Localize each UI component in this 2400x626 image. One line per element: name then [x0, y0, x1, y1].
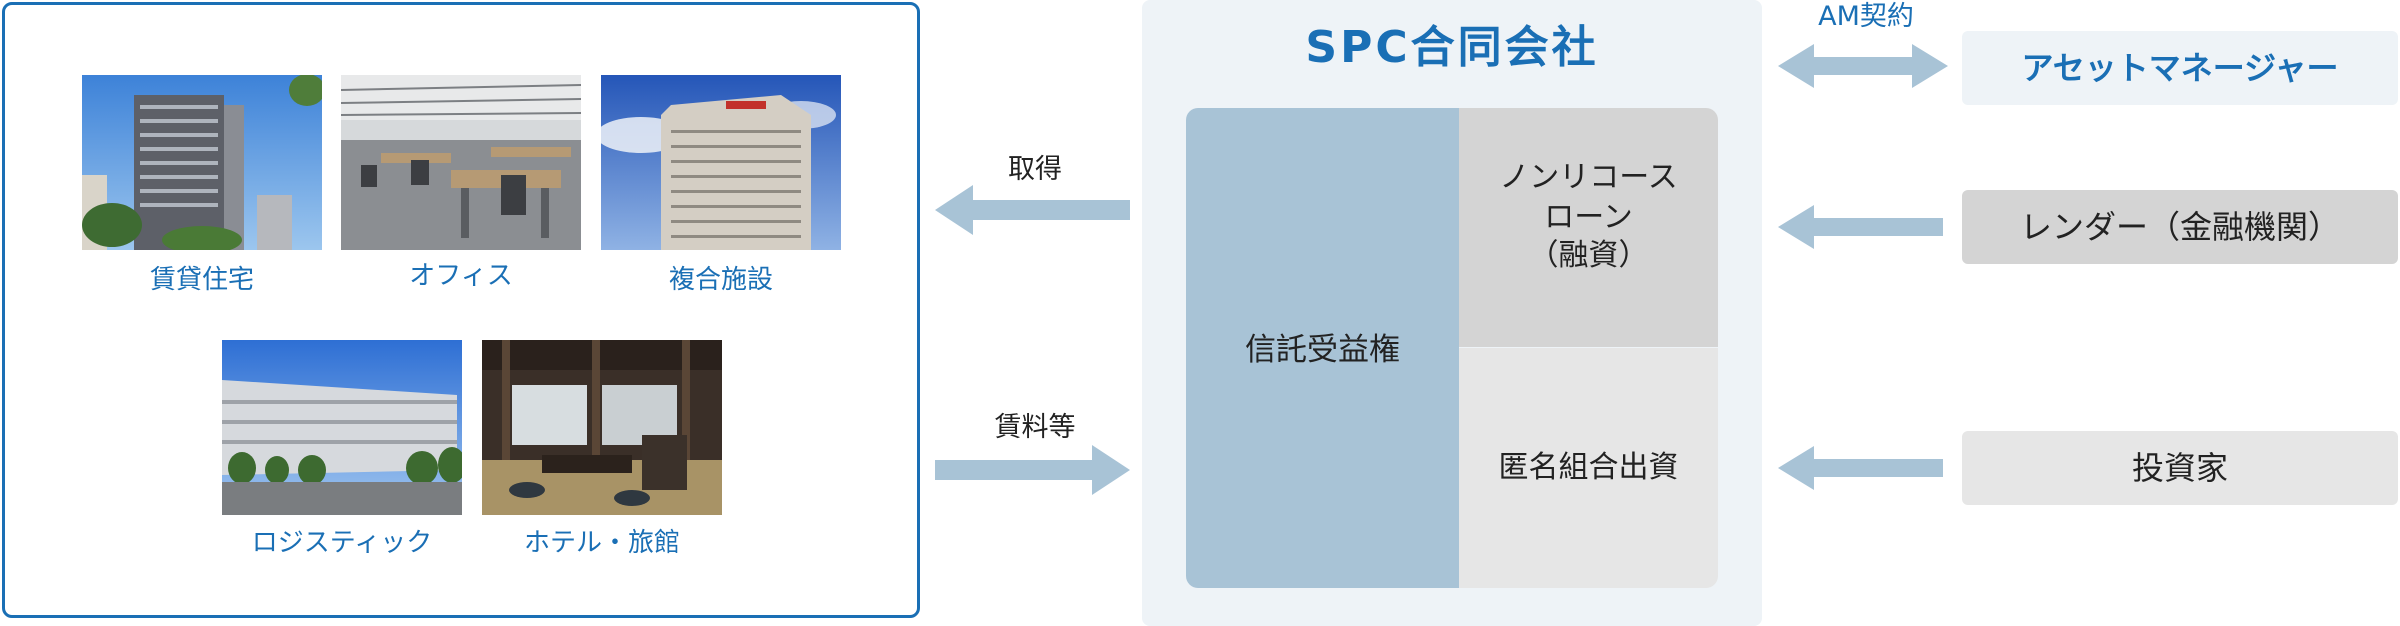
asset-label-hotel-ryokan: ホテル・旅館 [523, 528, 680, 558]
spc-balance-sheet: 信託受益権 ノンリコース ローン （融資） 匿名組合出資 [1186, 108, 1718, 588]
acquisition-arrow [935, 185, 1130, 235]
trust-beneficiary-rights-cell: 信託受益権 [1186, 108, 1459, 588]
loan-label-line1: ノンリコース [1499, 160, 1678, 195]
hotel-tower-photo [601, 75, 841, 250]
warehouse-photo [222, 340, 462, 515]
lender-arrow [1778, 205, 1943, 249]
asset-manager-box: アセットマネージャー [1962, 31, 2398, 105]
investor-arrow [1778, 446, 1943, 490]
silent-partnership-cell: 匿名組合出資 [1459, 348, 1718, 588]
office-photo [341, 75, 581, 250]
lender-box: レンダー（金融機関） [1962, 190, 2398, 264]
loan-label-line3: （融資） [1528, 238, 1649, 273]
am-contract-arrow [1778, 44, 1948, 88]
trust-beneficiary-rights-label: 信託受益権 [1245, 332, 1400, 368]
asset-label-mixed-use: 複合施設 [668, 265, 773, 295]
rent-label: 賃料等 [994, 412, 1076, 443]
ryokan-photo [482, 340, 722, 515]
asset-label-rental-housing: 賃貸住宅 [149, 265, 254, 295]
am-contract-label: AM契約 [1818, 1, 1914, 32]
asset-label-logistics: ロジスティック [251, 528, 433, 558]
loan-label-line2: ローン [1544, 200, 1633, 235]
nonrecourse-loan-cell: ノンリコース ローン （融資） [1459, 108, 1718, 347]
spc-title: SPC合同会社 [1305, 22, 1599, 73]
equity-label: 匿名組合出資 [1498, 450, 1679, 485]
investor-box: 投資家 [1962, 431, 2398, 505]
apartment-photo [82, 75, 322, 250]
rent-arrow [935, 445, 1130, 495]
acquisition-label: 取得 [1008, 154, 1062, 185]
asset-label-office: オフィス [409, 261, 513, 291]
